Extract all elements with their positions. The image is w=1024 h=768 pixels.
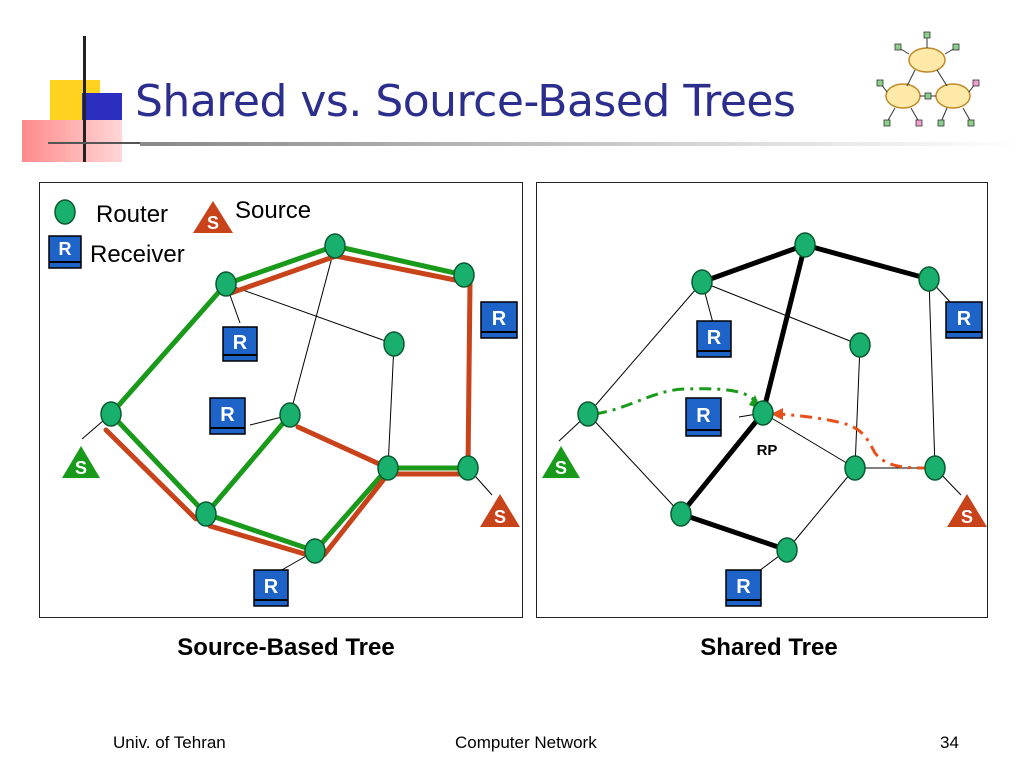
svg-text:R: R <box>492 308 507 330</box>
shared-tree-panel: RP R R R R S S <box>536 182 988 618</box>
receiver-icon: R <box>696 320 732 358</box>
router-icon <box>279 402 301 428</box>
router-icon <box>304 538 326 564</box>
red-path <box>225 253 339 297</box>
svg-text:S: S <box>75 458 87 478</box>
green-path <box>108 411 391 554</box>
rp-label: RP <box>757 442 778 459</box>
router-icon <box>453 262 475 288</box>
link <box>225 283 395 345</box>
svg-text:R: R <box>707 327 722 349</box>
svg-text:R: R <box>220 404 235 426</box>
routers <box>577 232 946 563</box>
footer-university: Univ. of Tehran <box>113 733 226 752</box>
svg-text:S: S <box>207 213 219 233</box>
router-icon <box>918 266 940 292</box>
red-path <box>333 253 473 286</box>
router-icon <box>849 332 871 358</box>
red-path <box>207 523 318 560</box>
svg-text:R: R <box>59 239 72 259</box>
router-icon <box>383 331 405 357</box>
shared-tree-path <box>699 242 932 285</box>
slide-title: Shared vs. Source-Based Trees <box>135 76 796 127</box>
router-icon <box>100 401 122 427</box>
receiver-icon: R <box>48 235 82 269</box>
router-icon <box>776 537 798 563</box>
receiver-icon: R <box>253 569 289 607</box>
link <box>928 278 936 469</box>
receiver-icon: R <box>725 569 762 607</box>
router-icon <box>691 269 713 295</box>
source-icon: S <box>193 201 233 233</box>
shared-tree-caption: Shared Tree <box>700 634 838 661</box>
receiver-icon: R <box>209 397 246 435</box>
cloud-network-icon <box>876 31 980 127</box>
router-icon <box>54 199 76 225</box>
footer-course: Computer Network <box>455 733 597 752</box>
link <box>387 343 395 469</box>
source-based-tree-caption: Source-Based Tree <box>177 634 395 661</box>
svg-text:S: S <box>961 507 973 527</box>
title-underline <box>140 142 1020 146</box>
green-path <box>108 243 467 417</box>
shared-tree-path <box>760 242 808 416</box>
title-decoration <box>0 0 170 170</box>
legend-source-label: Source <box>235 197 312 224</box>
router-icon <box>324 233 346 259</box>
router-icon <box>670 501 692 527</box>
routers <box>54 199 479 564</box>
router-icon <box>195 501 217 527</box>
deco-horizontal-line <box>48 142 170 144</box>
deco-red-fade <box>22 120 122 162</box>
rp-router-icon <box>752 400 774 426</box>
link <box>587 281 703 415</box>
red-path <box>103 427 199 522</box>
legend-router-label: Router <box>96 201 169 228</box>
svg-text:R: R <box>957 308 972 330</box>
svg-text:R: R <box>736 576 751 598</box>
svg-text:S: S <box>555 458 567 478</box>
red-dashed-path <box>776 412 930 470</box>
link <box>762 412 856 469</box>
svg-text:R: R <box>264 576 279 598</box>
receiver-icon: R <box>480 301 518 339</box>
source-icon: S <box>62 446 100 478</box>
source-icon: S <box>480 494 520 527</box>
receiver-icon: R <box>685 397 722 437</box>
green-path <box>203 412 293 517</box>
legend-receiver-label: Receiver <box>90 241 185 268</box>
green-dashed-path <box>594 387 757 416</box>
link <box>289 245 336 416</box>
router-icon <box>794 232 816 258</box>
red-path <box>465 280 473 471</box>
router-icon <box>924 455 946 481</box>
source-based-tree-panel: R R R R R <box>39 182 523 618</box>
red-path <box>321 471 391 558</box>
router-icon <box>215 271 237 297</box>
router-icon <box>577 401 599 427</box>
router-icon <box>457 455 479 481</box>
link <box>854 344 861 469</box>
link <box>587 413 682 515</box>
link <box>786 467 856 551</box>
svg-text:R: R <box>233 332 248 354</box>
link <box>701 281 861 346</box>
shared-tree-diagram: RP R R R R S S <box>542 232 987 607</box>
receivers: R R R R R <box>48 235 518 607</box>
receiver-icon: R <box>945 301 983 339</box>
red-arrowhead <box>771 408 783 420</box>
svg-text:R: R <box>696 405 711 427</box>
receiver-icon: R <box>222 326 258 362</box>
red-path <box>295 424 391 471</box>
source-icon: S <box>947 494 987 527</box>
source-icon: S <box>542 446 580 478</box>
router-icon <box>377 455 399 481</box>
footer-page-number: 34 <box>940 733 959 752</box>
svg-text:S: S <box>494 507 506 527</box>
deco-vertical-line <box>83 36 86 162</box>
router-icon <box>844 455 866 481</box>
source-based-tree-diagram: R R R R R <box>48 199 520 607</box>
